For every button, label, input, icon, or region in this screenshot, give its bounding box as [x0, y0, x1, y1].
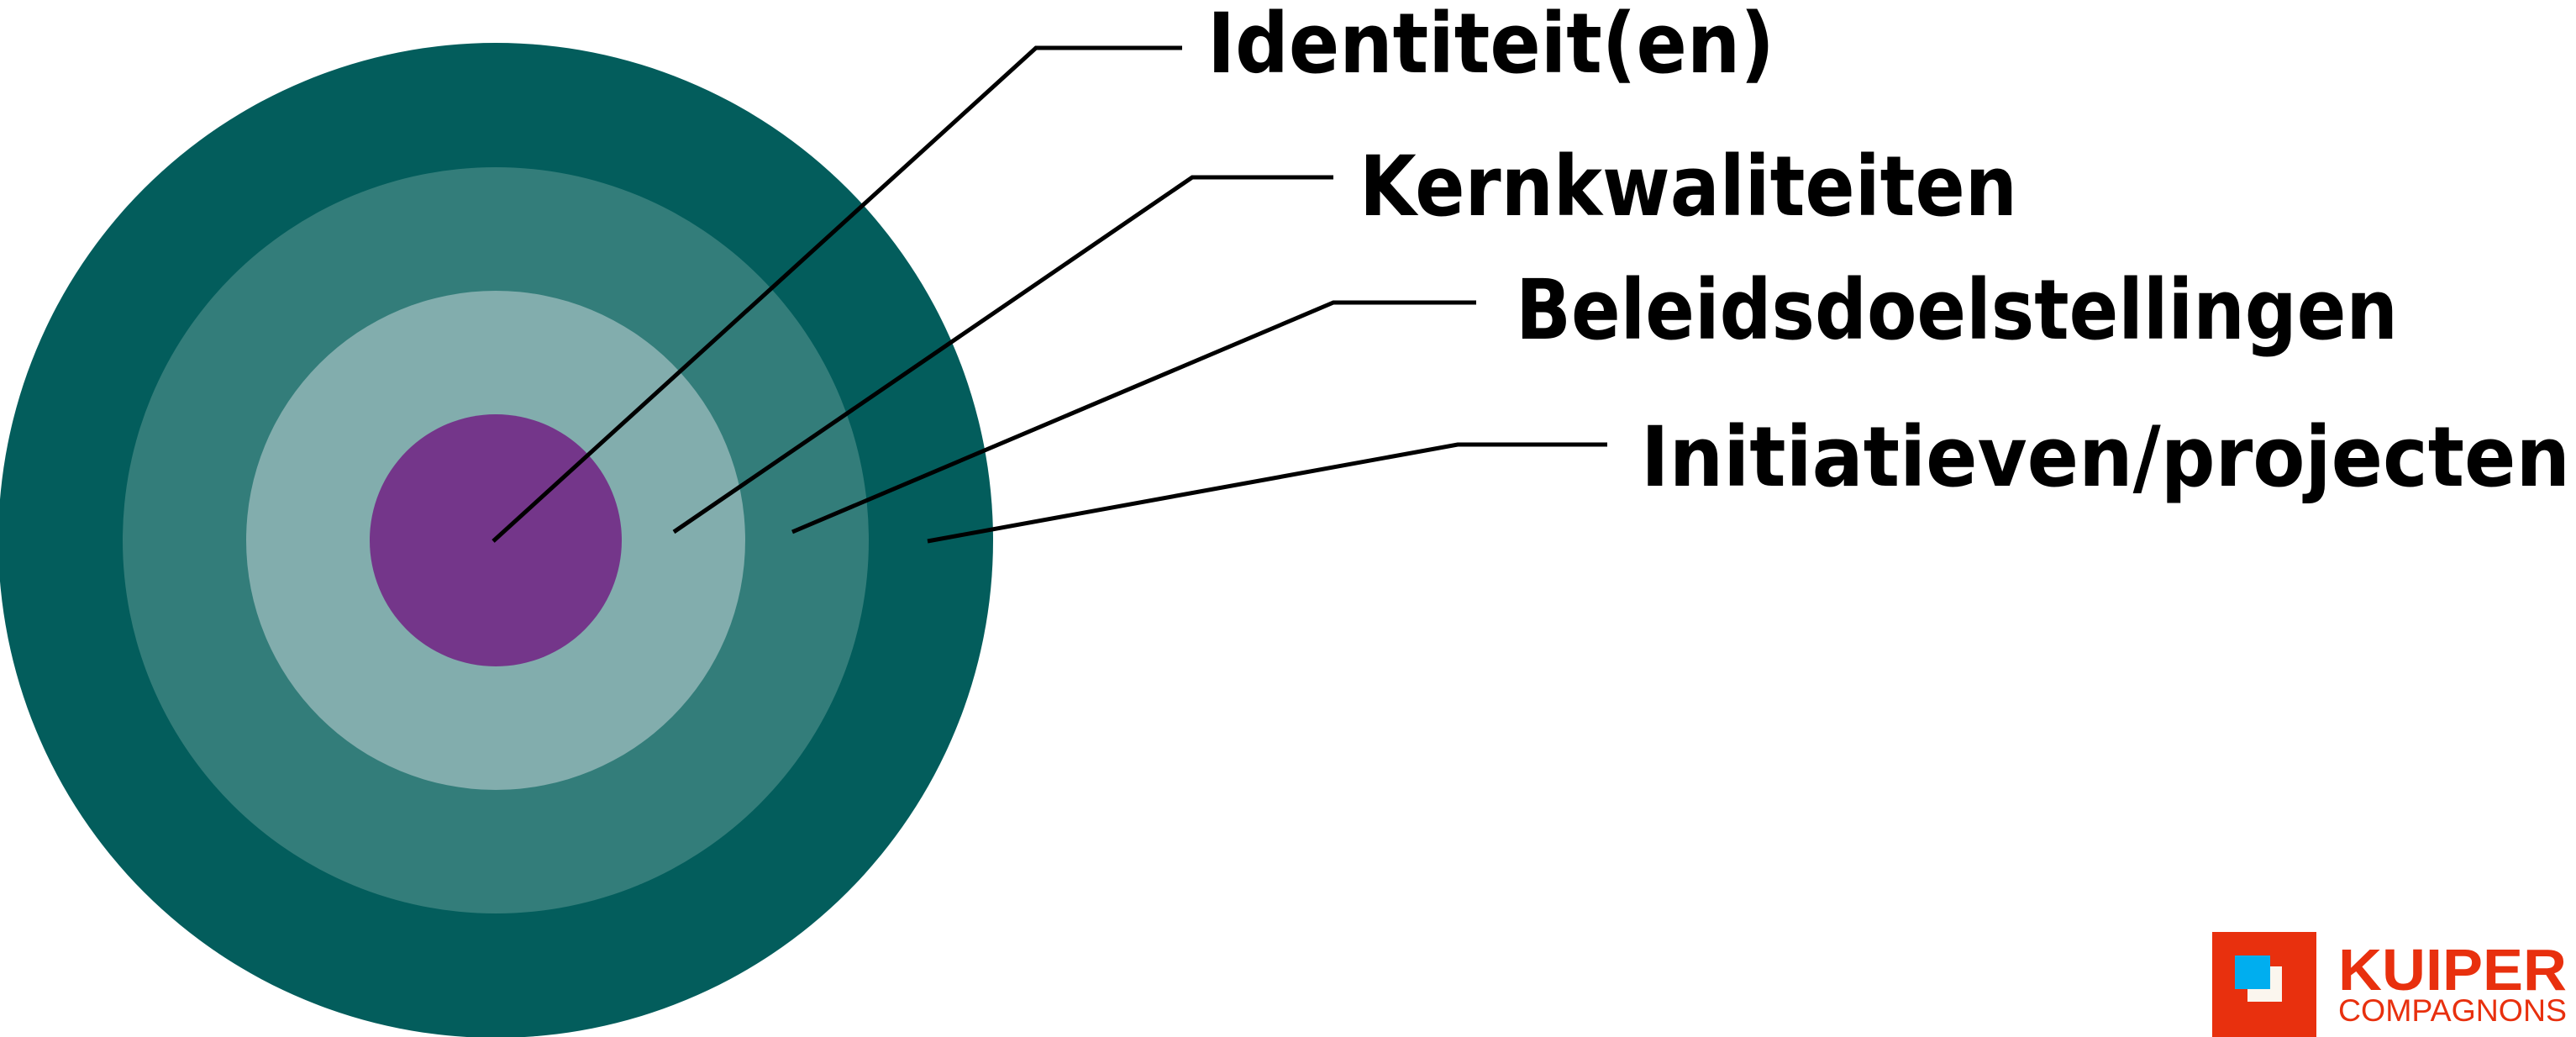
leader-identiteit	[492, 45, 1182, 543]
label-beleidsdoelstellingen: Beleidsdoelstellingen	[1516, 262, 2398, 359]
leader-initiatieven	[927, 442, 1607, 544]
label-identiteit: Identiteit(en)	[1207, 0, 1774, 92]
labels: Identiteit(en) Kernkwaliteiten Beleidsdo…	[1207, 0, 2570, 506]
leader-lines	[492, 45, 1607, 544]
logo-mark-blue-square	[2235, 955, 2270, 989]
logo-wordmark-kuiper: KUIPER	[2338, 937, 2567, 1003]
label-initiatieven-projecten: Initiatieven/projecten	[1641, 409, 2570, 506]
leader-beleidsdoelstellingen	[791, 300, 1476, 534]
label-kernkwaliteiten: Kernkwaliteiten	[1359, 139, 2017, 235]
kuiper-compagnons-logo: KUIPER COMPAGNONS	[2212, 932, 2567, 1037]
leader-kernkwaliteiten	[672, 175, 1333, 534]
logo-wordmark-compagnons: COMPAGNONS	[2338, 993, 2567, 1028]
